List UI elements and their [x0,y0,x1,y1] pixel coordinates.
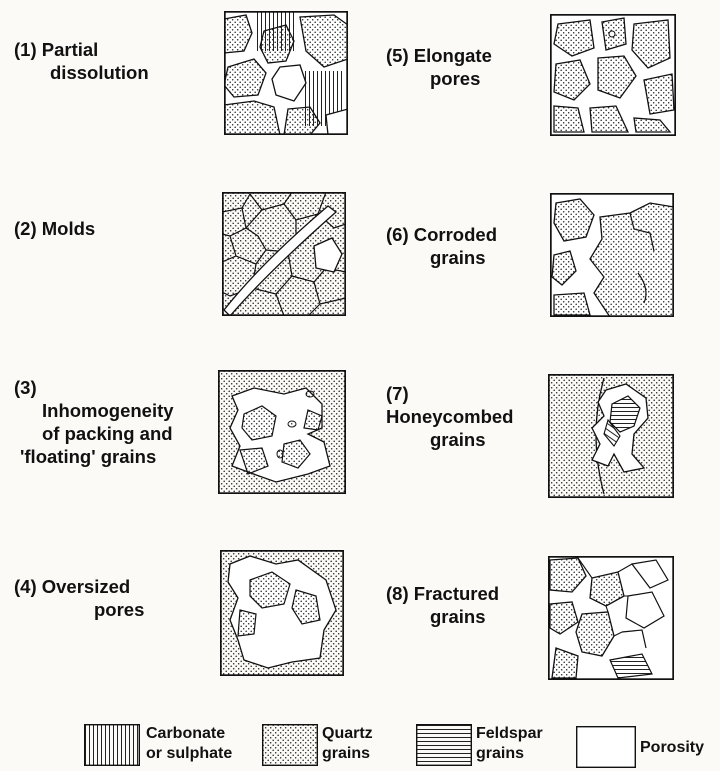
panel-6-label-line1: (6) Corroded [386,223,497,246]
panel-1-diagram [224,11,348,135]
panel-1-label: (1) Partial dissolution [14,38,149,84]
panel-6-label: (6) Corroded grains [386,223,497,269]
panel-7-label: (7) Honeycombed grains [386,382,513,451]
panel-7-label-line2: Honeycombed [386,405,513,428]
panel-5-diagram [550,14,676,136]
panel-3-label-line3: of packing and [14,422,174,445]
legend-quartz-label: Quartz grains [322,724,373,764]
panel-1-label-line1: (1) Partial [14,38,149,61]
legend-carbonate-swatch [84,724,140,766]
panel-2-label: (2) Molds [14,217,95,240]
legend-feldspar-label: Feldspar grains [476,724,543,764]
panel-2-diagram [222,192,346,316]
panel-4-label-line2: pores [14,598,144,621]
legend-quartz-line1: Quartz [322,724,373,744]
panel-8-diagram [548,556,674,680]
legend-carbonate-line2: or sulphate [146,744,232,764]
panel-2-label-line1: (2) Molds [14,217,95,240]
panel-5-label: (5) Elongate pores [386,44,492,90]
panel-3-label-line2: Inhomogeneity [14,399,174,422]
legend-feldspar-line2: grains [476,744,543,764]
panel-3-label-line1: (3) [14,376,174,399]
panel-4-diagram [220,550,344,676]
panel-4-label: (4) Oversized pores [14,575,144,621]
panel-6-label-line2: grains [386,246,497,269]
legend-porosity-line1: Porosity [640,738,704,758]
panel-1-label-line2: dissolution [14,61,149,84]
legend-carbonate-line1: Carbonate [146,724,232,744]
legend-feldspar-line1: Feldspar [476,724,543,744]
panel-8-label: (8) Fractured grains [386,582,499,628]
legend-carbonate-label: Carbonate or sulphate [146,724,232,764]
panel-4-label-line1: (4) Oversized [14,575,144,598]
legend-porosity-label: Porosity [640,738,704,758]
panel-5-label-line2: pores [386,67,492,90]
panel-3-diagram [218,370,346,494]
panel-8-label-line2: grains [386,605,499,628]
legend-porosity-swatch [576,726,636,768]
panel-7-label-line1: (7) [386,382,513,405]
panel-3-label: (3) Inhomogeneity of packing and 'floati… [14,376,174,468]
legend-feldspar-swatch [416,724,472,766]
legend-quartz-line2: grains [322,744,373,764]
panel-7-diagram [548,374,674,498]
panel-5-label-line1: (5) Elongate [386,44,492,67]
legend-quartz-swatch [262,724,318,766]
panel-3-label-line4: 'floating' grains [14,445,174,468]
panel-7-label-line3: grains [386,428,513,451]
panel-6-diagram [550,193,674,317]
panel-8-label-line1: (8) Fractured [386,582,499,605]
